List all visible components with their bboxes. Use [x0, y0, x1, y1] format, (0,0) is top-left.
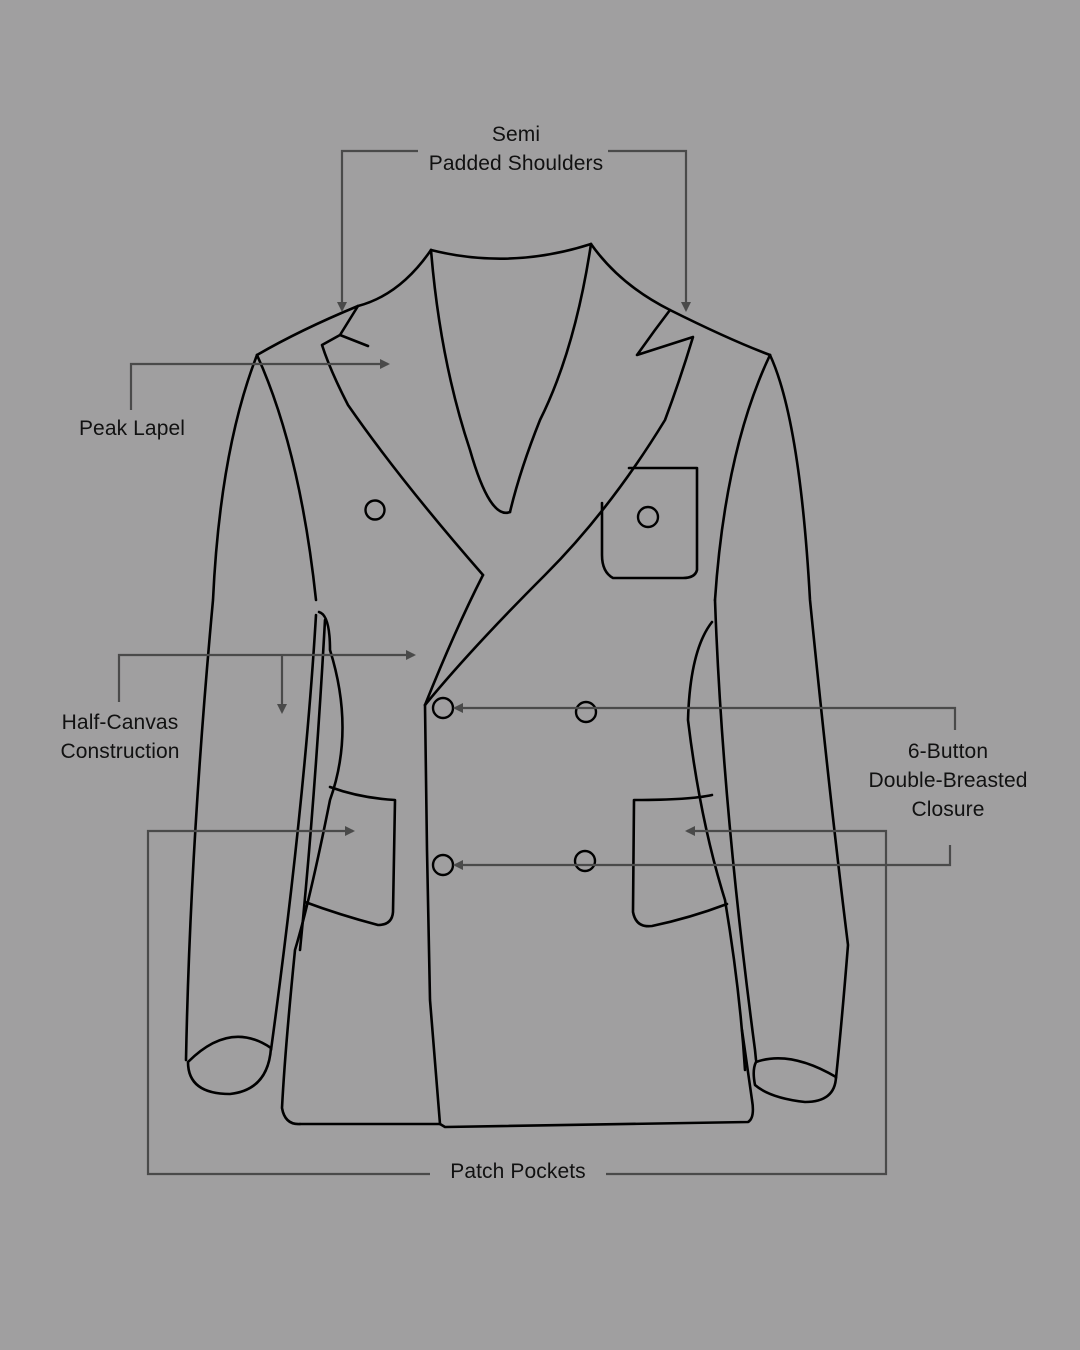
- lapel-leader: [129, 359, 390, 410]
- pockets-leader-right: [606, 826, 888, 1176]
- shoulders-label-line2: Padded Shoulders: [428, 152, 604, 175]
- buttons: [364, 499, 660, 877]
- closure-label-line2: Double-Breasted: [868, 769, 1028, 792]
- left-sleeve-outer: [184, 353, 259, 1062]
- jacket-outline: [184, 242, 850, 1129]
- patch-pockets-label-line1: Patch Pockets: [450, 1160, 586, 1183]
- shoulders-leader-right: [608, 149, 691, 312]
- closure-leader-bottom: [453, 845, 952, 870]
- left-body-side: [255, 353, 318, 602]
- left-cuff: [186, 1035, 273, 1096]
- button-circle-icon: [636, 505, 660, 529]
- pockets-leader-left: [146, 826, 430, 1176]
- left-patch-pocket: [303, 785, 397, 927]
- left-sleeve-inner: [269, 613, 318, 1052]
- closure-label: 6-Button Double-Breasted Closure: [858, 737, 1038, 824]
- shoulders-leader-left: [337, 149, 418, 312]
- button-circle-icon: [574, 700, 598, 724]
- left-front-neck: [429, 248, 512, 515]
- half-canvas-label-line2: Construction: [60, 740, 180, 763]
- left-lapel: [320, 304, 485, 577]
- left-side-panel: [280, 610, 344, 1126]
- right-side-panel: [686, 620, 747, 1072]
- left-side-seam: [298, 618, 327, 952]
- button-circle-icon: [431, 853, 455, 877]
- left-lapel-fold: [423, 573, 485, 707]
- half-canvas-label: Half-Canvas Construction: [40, 708, 200, 766]
- right-body-side: [713, 353, 772, 602]
- left-shoulder: [255, 248, 433, 357]
- shoulders-label-line1: Semi: [491, 123, 541, 146]
- right-patch-pocket: [631, 793, 729, 928]
- right-cuff: [752, 1057, 838, 1104]
- canvas-leader-main: [117, 650, 416, 702]
- peak-lapel-label-line1: Peak Lapel: [78, 417, 186, 440]
- button-circle-icon: [431, 696, 455, 720]
- chest-pocket: [600, 466, 699, 580]
- closure-label-line1: 6-Button: [907, 740, 989, 763]
- shoulders-label: Semi Padded Shoulders: [416, 120, 616, 178]
- button-circle-icon: [364, 499, 386, 521]
- patch-pockets-label: Patch Pockets: [430, 1157, 606, 1186]
- right-sleeve-outer: [768, 353, 850, 1080]
- closure-leader-top: [453, 703, 957, 730]
- closure-label-line3: Closure: [911, 798, 985, 821]
- half-canvas-label-line1: Half-Canvas: [61, 711, 179, 734]
- right-shoulder: [589, 242, 772, 357]
- button-circle-icon: [573, 849, 597, 873]
- right-front-neck: [508, 242, 593, 514]
- collar: [429, 242, 593, 260]
- right-lapel: [423, 308, 695, 707]
- right-hem: [438, 1028, 755, 1129]
- right-sleeve-inner: [713, 598, 758, 1062]
- peak-lapel-label: Peak Lapel: [62, 414, 202, 443]
- center-front: [423, 703, 442, 1126]
- leader-lines: [117, 149, 957, 1176]
